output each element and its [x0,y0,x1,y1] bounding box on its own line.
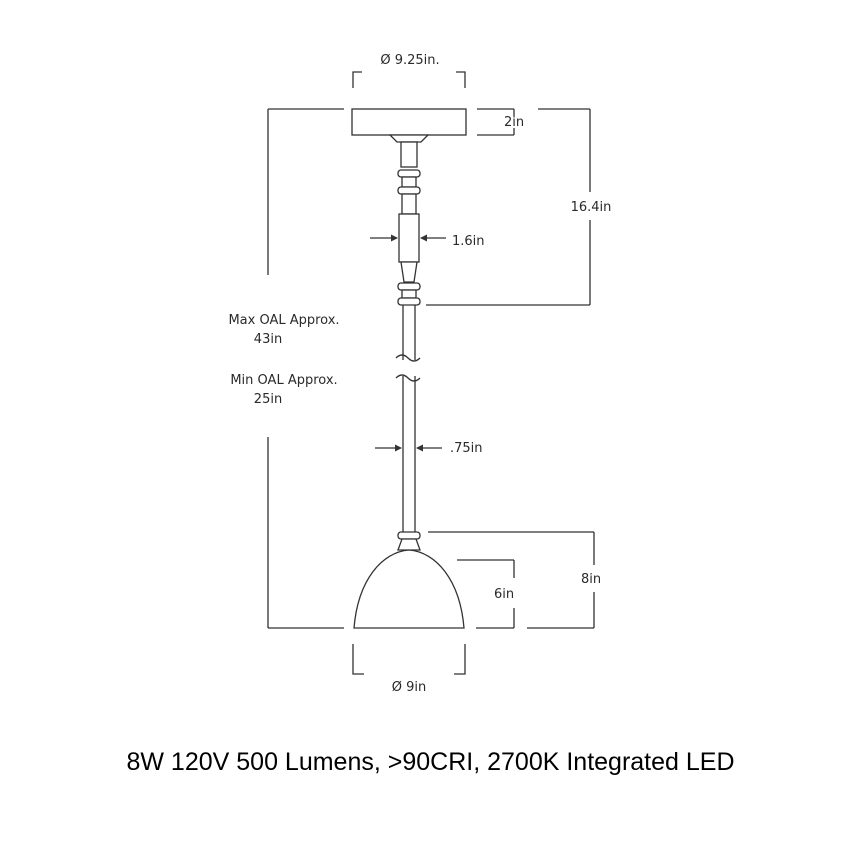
dimension-lines [267,71,595,675]
shade-ring [397,531,421,540]
max-oal-value: 43in [254,332,282,347]
stem-taper [400,261,418,283]
stem-segment-2 [401,176,417,188]
canopy [351,108,467,136]
stem-width-arrow-left-head [391,234,398,242]
stem-width-label: 1.6in [452,234,485,249]
stem-length-label: 16.4in [571,200,612,215]
shade-diameter-label: Ø 9in [392,680,427,695]
product-spec-caption: 8W 120V 500 Lumens, >90CRI, 2700K Integr… [126,748,735,776]
fixture-drawing [351,108,467,629]
shade-diameter-bracket-left [352,644,364,675]
shade-total-height-label: 8in [581,572,601,587]
rod-break-mark-bottom [395,374,421,382]
canopy-diameter-label: Ø 9.25in. [380,53,439,68]
rod-width-arrow-left-head [395,444,402,452]
stem-segment-4 [401,289,417,299]
min-oal-title: Min OAL Approx. [230,373,337,388]
stem-body [398,213,420,263]
shade-diameter-bracket-right [454,644,466,675]
rod-width-label: .75in [450,441,483,456]
canopy-diameter-bracket-left [352,71,362,88]
canopy-diameter-bracket-right [456,71,466,88]
rod-break-mark-top [395,354,421,362]
stem-segment-3 [401,193,417,215]
stem-ring-2 [397,186,421,195]
rod-width-arrow-right-head [416,444,423,452]
canopy-height-label: 2in [504,115,524,130]
dimension-labels: Ø 9.25in. 2in 16.4in 1.6in Max OAL Appro… [228,53,611,695]
stem-top-segment [400,141,418,168]
stem-ring-1 [397,169,421,178]
shade-neck [397,538,421,551]
shade-height-label: 6in [494,587,514,602]
canopy-neck [388,134,430,143]
max-oal-title: Max OAL Approx. [228,313,339,328]
min-oal-value: 25in [254,392,282,407]
shade [353,549,465,629]
stem-width-arrow-right-head [420,234,427,242]
stem-ring-3 [397,282,421,291]
stem-ring-4 [397,297,421,306]
